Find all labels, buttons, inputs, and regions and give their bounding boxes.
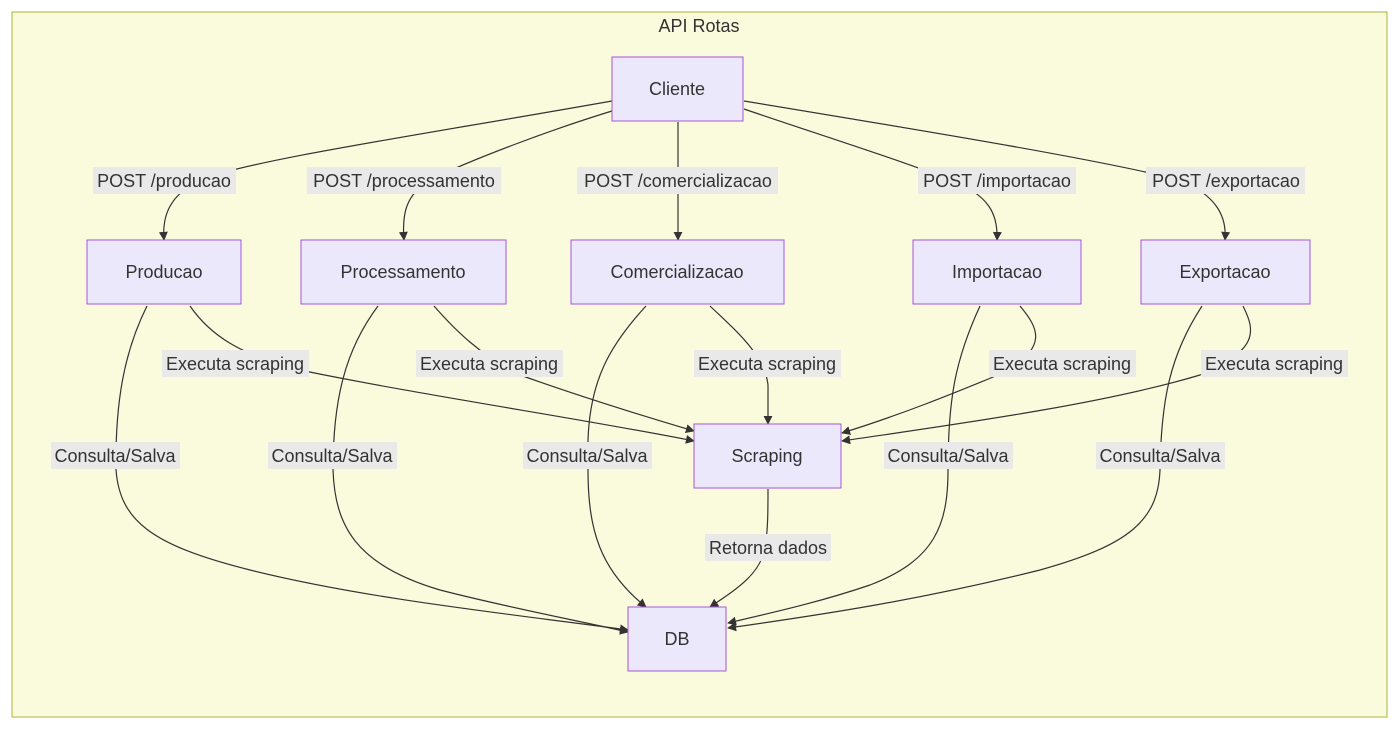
edge-processamento-db	[332, 305, 629, 635]
svg-text:Consulta/Salva: Consulta/Salva	[1099, 446, 1221, 466]
edge-label-executa-scraping-comercializacao: Executa scraping	[694, 350, 841, 377]
svg-text:POST /importacao: POST /importacao	[923, 171, 1071, 191]
svg-text:POST /exportacao: POST /exportacao	[1152, 171, 1300, 191]
svg-text:Consulta/Salva: Consulta/Salva	[526, 446, 648, 466]
svg-text:Producao: Producao	[125, 262, 202, 282]
edge-label-post-exportacao: POST /exportacao	[1146, 167, 1305, 194]
edge-label-consulta-salva-comercializacao: Consulta/Salva	[523, 442, 652, 469]
edge-cliente-exportacao	[743, 100, 1231, 241]
edges	[115, 100, 1252, 635]
edge-labels: POST /producao POST /processamento POST …	[51, 167, 1348, 561]
node-db: DB	[627, 606, 727, 672]
node-comercializacao: Comercializacao	[570, 239, 785, 305]
edge-label-executa-scraping-processamento: Executa scraping	[416, 350, 563, 377]
svg-text:POST /processamento: POST /processamento	[313, 171, 495, 191]
edge-exportacao-db	[727, 305, 1203, 632]
svg-text:Scraping: Scraping	[731, 446, 802, 466]
svg-text:Executa scraping: Executa scraping	[1205, 354, 1343, 374]
svg-text:Cliente: Cliente	[649, 79, 705, 99]
edge-cliente-producao	[158, 100, 613, 241]
svg-text:Consulta/Salva: Consulta/Salva	[887, 446, 1009, 466]
node-scraping: Scraping	[693, 423, 842, 489]
svg-text:Executa scraping: Executa scraping	[993, 354, 1131, 374]
edge-label-consulta-salva-producao: Consulta/Salva	[51, 442, 180, 469]
edge-label-post-importacao: POST /importacao	[918, 167, 1076, 194]
node-processamento: Processamento	[300, 239, 507, 305]
cluster-title: API Rotas	[658, 16, 739, 36]
svg-text:Importacao: Importacao	[952, 262, 1042, 282]
svg-text:Executa scraping: Executa scraping	[698, 354, 836, 374]
edge-exportacao-scraping	[841, 305, 1252, 445]
edge-label-post-comercializacao: POST /comercializacao	[577, 167, 778, 194]
svg-text:Consulta/Salva: Consulta/Salva	[54, 446, 176, 466]
svg-text:Executa scraping: Executa scraping	[166, 354, 304, 374]
edge-label-post-processamento: POST /processamento	[307, 167, 501, 194]
edge-label-executa-scraping-importacao: Executa scraping	[989, 350, 1136, 377]
edge-label-executa-scraping-exportacao: Executa scraping	[1201, 350, 1348, 377]
edge-label-consulta-salva-processamento: Consulta/Salva	[268, 442, 397, 469]
edge-comercializacao-scraping	[709, 305, 773, 425]
edge-label-post-producao: POST /producao	[93, 167, 236, 194]
node-cliente: Cliente	[611, 56, 744, 122]
edge-importacao-db	[727, 305, 981, 626]
edge-label-executa-scraping-producao: Executa scraping	[162, 350, 309, 377]
edge-label-retorna-dados: Retorna dados	[705, 534, 831, 561]
edge-label-consulta-salva-importacao: Consulta/Salva	[884, 442, 1013, 469]
svg-text:POST /producao: POST /producao	[97, 171, 231, 191]
edge-processamento-scraping	[433, 305, 695, 434]
svg-text:Comercializacao: Comercializacao	[610, 262, 743, 282]
edge-producao-scraping	[189, 305, 695, 444]
edge-label-consulta-salva-exportacao: Consulta/Salva	[1096, 442, 1225, 469]
svg-text:Retorna dados: Retorna dados	[709, 538, 827, 558]
svg-text:Executa scraping: Executa scraping	[420, 354, 558, 374]
node-exportacao: Exportacao	[1140, 239, 1311, 305]
node-importacao: Importacao	[912, 239, 1082, 305]
node-producao: Producao	[86, 239, 242, 305]
svg-text:POST /comercializacao: POST /comercializacao	[584, 171, 772, 191]
svg-text:Consulta/Salva: Consulta/Salva	[271, 446, 393, 466]
svg-text:DB: DB	[664, 629, 689, 649]
svg-text:Exportacao: Exportacao	[1179, 262, 1270, 282]
edge-producao-db	[115, 305, 629, 634]
svg-text:Processamento: Processamento	[340, 262, 465, 282]
